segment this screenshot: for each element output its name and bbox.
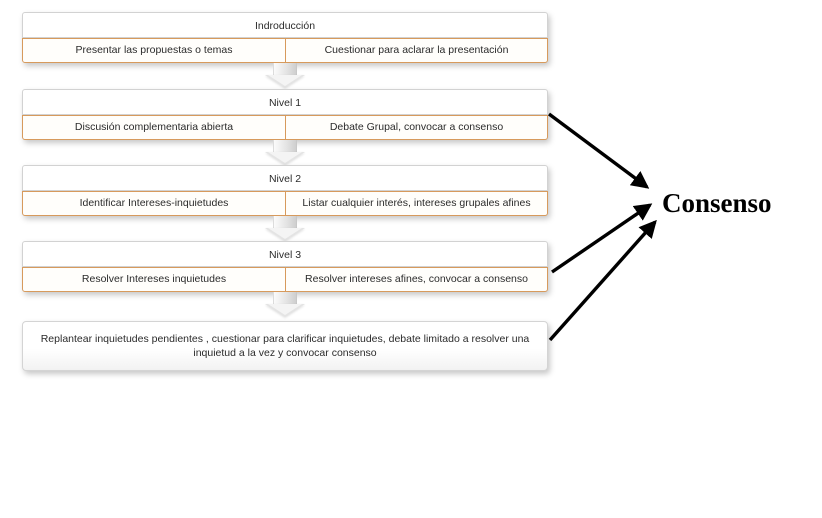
stage-cell-nivel-2-left[interactable]: Identificar Intereses-inquietudes bbox=[79, 197, 229, 209]
stage-header-nivel-1: Nivel 1 bbox=[22, 89, 548, 115]
chevron-after-nivel-2 bbox=[265, 216, 305, 241]
chevron-after-introduccion bbox=[265, 63, 305, 88]
stage-cell-nivel-3-right[interactable]: Resolver intereses afines, convocar a co… bbox=[285, 268, 547, 291]
stage-body-nivel-1: Discusión complementaria abierta Debate … bbox=[22, 115, 548, 140]
stage-body-nivel-2: Identificar Intereses-inquietudes Listar… bbox=[22, 191, 548, 216]
final-summary-box[interactable]: Replantear inquietudes pendientes , cues… bbox=[22, 321, 548, 371]
stage-nivel-1[interactable]: Nivel 1 Discusión complementaria abierta… bbox=[22, 89, 548, 140]
chevron-after-nivel-3 bbox=[265, 292, 305, 317]
stage-body-nivel-3: Resolver Intereses inquietudes Resolver … bbox=[22, 267, 548, 292]
stage-cell-nivel-1-left[interactable]: Discusión complementaria abierta bbox=[74, 121, 234, 133]
stage-body-introduccion: Presentar las propuestas o temas Cuestio… bbox=[22, 38, 548, 63]
arrow-nivel1-to-consenso bbox=[547, 112, 650, 189]
stage-cell-nivel-1-right[interactable]: Debate Grupal, convocar a consenso bbox=[285, 116, 547, 139]
stage-nivel-2[interactable]: Nivel 2 Identificar Intereses-inquietude… bbox=[22, 165, 548, 216]
stage-header-nivel-3: Nivel 3 bbox=[22, 241, 548, 267]
chevron-after-nivel-1 bbox=[265, 140, 305, 165]
stage-header-introduccion: Indroducción bbox=[22, 12, 548, 38]
stage-header-nivel-2: Nivel 2 bbox=[22, 165, 548, 191]
arrow-nivel3-to-consenso bbox=[551, 203, 653, 274]
stage-nivel-3[interactable]: Nivel 3 Resolver Intereses inquietudes R… bbox=[22, 241, 548, 292]
consenso-label: Consenso bbox=[662, 188, 772, 218]
stage-introduccion[interactable]: Indroducción Presentar las propuestas o … bbox=[22, 12, 548, 63]
stage-cell-introduccion-left[interactable]: Presentar las propuestas o temas bbox=[75, 44, 233, 56]
stage-cell-nivel-2-right[interactable]: Listar cualquier interés, intereses grup… bbox=[285, 192, 547, 215]
stage-cell-introduccion-right[interactable]: Cuestionar para aclarar la presentación bbox=[285, 39, 547, 62]
arrow-final-to-consenso bbox=[548, 219, 657, 342]
stage-cell-nivel-3-left[interactable]: Resolver Intereses inquietudes bbox=[81, 273, 227, 285]
